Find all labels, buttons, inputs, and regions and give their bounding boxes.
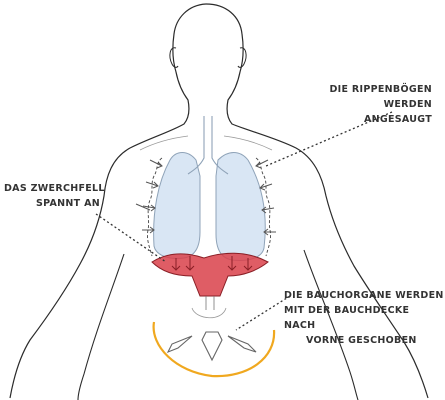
label-ribs: DIE RIPPENBÖGEN WERDEN ANGESAUGT — [292, 82, 432, 127]
diaphragm — [151, 252, 269, 297]
ear-right — [237, 47, 247, 68]
label-abdomen-line-2: MIT DER BAUCHDECKE NACH — [284, 305, 410, 331]
label-abdomen: DIE BAUCHORGANE WERDEN MIT DER BAUCHDECK… — [284, 288, 444, 348]
leader-abdomen — [235, 295, 291, 331]
ear-left — [169, 47, 179, 68]
body-outline-right — [205, 3, 429, 399]
lung-left — [153, 152, 201, 259]
body-outline — [9, 3, 207, 399]
label-abdomen-line-1: DIE BAUCHORGANE WERDEN — [284, 290, 444, 301]
rib-arrows-left — [135, 159, 163, 234]
label-ribs-line-1: DIE RIPPENBÖGEN WERDEN — [329, 84, 432, 110]
label-diaphragm-line-1: DAS ZWERCHFELL — [4, 183, 105, 194]
label-diaphragm-line-2: SPANNT AN — [36, 198, 100, 209]
label-abdomen-line-3: VORNE GESCHOBEN — [306, 335, 417, 346]
trachea — [187, 116, 229, 175]
lung-right — [215, 152, 266, 261]
clavicle-left — [139, 135, 189, 151]
belly-arc — [152, 321, 276, 378]
leader-diaphragm — [95, 213, 167, 263]
abdomen-wall — [191, 307, 227, 319]
spine-lower — [205, 296, 215, 310]
arm-inner-left — [77, 253, 125, 400]
label-ribs-line-2: ANGESAUGT — [363, 114, 432, 125]
label-diaphragm: DAS ZWERCHFELL SPANNT AN — [4, 181, 114, 211]
belly-arrows — [166, 331, 257, 362]
clavicle-right — [223, 135, 273, 151]
arm-inner-right — [303, 249, 359, 400]
leader-ribs — [265, 111, 393, 167]
diaphragm-arrows — [171, 256, 253, 271]
